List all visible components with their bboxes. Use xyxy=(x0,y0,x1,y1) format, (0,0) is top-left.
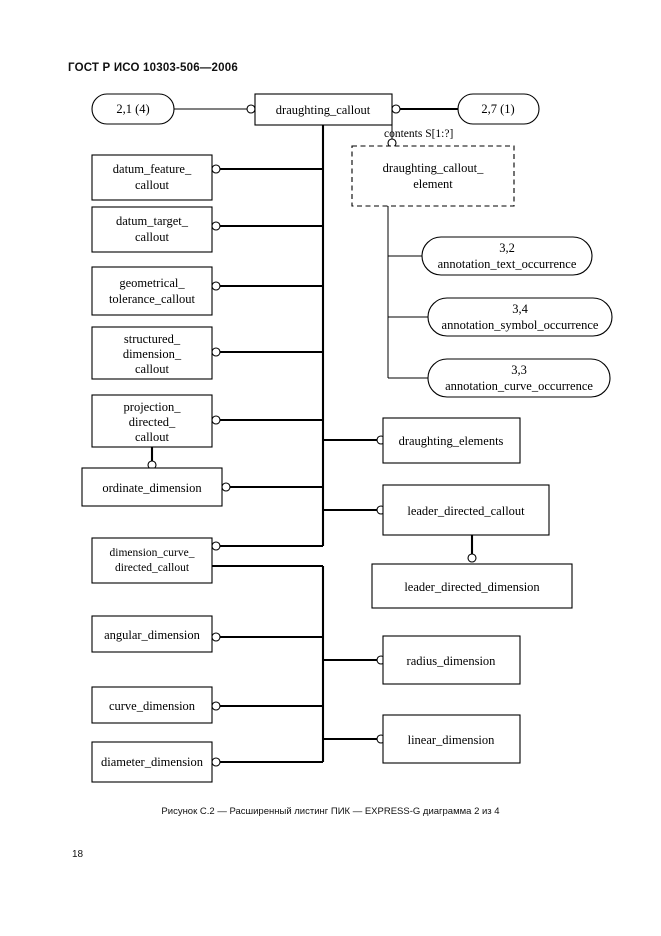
entity-annotation-curve-occurrence-ref: 3,3 xyxy=(511,363,527,377)
relation-circle-projection-directed-callout xyxy=(211,415,221,425)
entity-datum-target-callout-line2: callout xyxy=(135,230,170,244)
entity-annotation-text-occurrence-label: annotation_text_occurrence xyxy=(438,257,577,271)
entity-diameter-dimension-label: diameter_dimension xyxy=(101,755,204,769)
entity-geometrical-tolerance-callout[interactable]: geometrical_ tolerance_callout xyxy=(91,266,213,316)
entity-dimension-curve-directed-callout-line2: directed_callout xyxy=(115,562,190,574)
entity-annotation-curve-occurrence-label: annotation_curve_occurrence xyxy=(445,379,593,393)
relation-circle-structured-dimension-callout xyxy=(211,347,221,357)
relation-circle-geometrical-tolerance-callout xyxy=(211,281,221,291)
entity-structured-dimension-callout-line3: callout xyxy=(135,362,170,376)
entity-projection-directed-callout-line1: projection_ xyxy=(124,400,182,414)
entity-structured-dimension-callout-line1: structured_ xyxy=(124,332,181,346)
entity-annotation-symbol-occurrence-label: annotation_symbol_occurrence xyxy=(442,318,599,332)
entity-ordinate-dimension[interactable]: ordinate_dimension xyxy=(81,467,223,507)
figure-caption: Рисунок С.2 — Расширенный листинг ПИК — … xyxy=(161,806,500,817)
relation-circle-leader-directed-dimension xyxy=(467,553,477,563)
entity-linear-dimension-label: linear_dimension xyxy=(408,733,496,747)
entity-draughting-callout-element-line2: element xyxy=(413,177,453,191)
entity-diameter-dimension[interactable]: diameter_dimension xyxy=(91,741,213,783)
entity-radius-dimension[interactable]: radius_dimension xyxy=(382,635,521,685)
relation-circle-ref-left xyxy=(246,104,256,114)
entity-dimension-curve-directed-callout[interactable]: dimension_curve_ directed_callout xyxy=(91,537,213,584)
entity-datum-feature-callout-line1: datum_feature_ xyxy=(113,162,192,176)
entity-annotation-curve-occurrence[interactable]: 3,3 annotation_curve_occurrence xyxy=(427,358,611,398)
entity-geometrical-tolerance-callout-line1: geometrical_ xyxy=(119,276,185,290)
relation-circle-angular-dimension xyxy=(211,632,221,642)
entity-leader-directed-dimension[interactable]: leader_directed_dimension xyxy=(371,563,573,609)
relation-circle-curve-dimension xyxy=(211,701,221,711)
page-ref-right-label: 2,7 (1) xyxy=(481,102,514,116)
entity-ordinate-dimension-label: ordinate_dimension xyxy=(102,481,202,495)
entity-annotation-text-occurrence-ref: 3,2 xyxy=(499,241,515,255)
entity-projection-directed-callout-line3: callout xyxy=(135,430,170,444)
entity-leader-directed-callout[interactable]: leader_directed_callout xyxy=(382,484,550,536)
relation-circle-dimension-curve-directed-callout xyxy=(211,541,221,551)
relation-circle-diameter-dimension xyxy=(211,757,221,767)
page-ref-left-label: 2,1 (4) xyxy=(116,102,149,116)
entity-annotation-text-occurrence[interactable]: 3,2 annotation_text_occurrence xyxy=(421,236,593,276)
entity-draughting-callout-element[interactable]: draughting_callout_ element xyxy=(351,145,515,207)
relation-circle-datum-feature-callout xyxy=(211,164,221,174)
page-number: 18 xyxy=(72,849,84,860)
document-header: ГОСТ Р ИСО 10303-506—2006 xyxy=(68,62,238,74)
entity-datum-feature-callout[interactable]: datum_feature_ callout xyxy=(91,154,213,201)
page-ref-right[interactable]: 2,7 (1) xyxy=(457,93,540,125)
entity-leader-directed-dimension-label: leader_directed_dimension xyxy=(404,580,540,594)
entity-curve-dimension-label: curve_dimension xyxy=(109,699,196,713)
entity-projection-directed-callout-line2: directed_ xyxy=(129,415,176,429)
entity-structured-dimension-callout-line2: dimension_ xyxy=(123,347,182,361)
entity-geometrical-tolerance-callout-line2: tolerance_callout xyxy=(109,292,196,306)
attribute-label-contents: contents S[1:?] xyxy=(384,128,453,140)
entity-draughting-elements[interactable]: draughting_elements xyxy=(382,417,521,464)
entity-draughting-callout-element-line1: draughting_callout_ xyxy=(383,161,484,175)
entity-draughting-callout-label: draughting_callout xyxy=(276,103,371,117)
entity-datum-target-callout-line1: datum_target_ xyxy=(116,214,189,228)
entity-datum-feature-callout-line2: callout xyxy=(135,178,170,192)
entity-projection-directed-callout[interactable]: projection_ directed_ callout xyxy=(91,394,213,448)
relation-circle-ordinate-dimension xyxy=(221,482,231,492)
entity-angular-dimension-label: angular_dimension xyxy=(104,628,201,642)
entity-annotation-symbol-occurrence-ref: 3,4 xyxy=(512,302,528,316)
entity-draughting-elements-label: draughting_elements xyxy=(399,434,504,448)
entity-structured-dimension-callout[interactable]: structured_ dimension_ callout xyxy=(91,326,213,380)
entity-dimension-curve-directed-callout-line1: dimension_curve_ xyxy=(110,547,195,559)
relation-circle-ref-right xyxy=(391,104,401,114)
entity-angular-dimension[interactable]: angular_dimension xyxy=(91,615,213,653)
entity-curve-dimension[interactable]: curve_dimension xyxy=(91,686,213,724)
page-ref-left[interactable]: 2,1 (4) xyxy=(91,93,175,125)
entity-datum-target-callout[interactable]: datum_target_ callout xyxy=(91,206,213,253)
entity-annotation-symbol-occurrence[interactable]: 3,4 annotation_symbol_occurrence xyxy=(427,297,613,337)
entity-leader-directed-callout-label: leader_directed_callout xyxy=(407,504,525,518)
relation-circle-datum-target-callout xyxy=(211,221,221,231)
entity-draughting-callout[interactable]: draughting_callout xyxy=(254,93,393,126)
entity-radius-dimension-label: radius_dimension xyxy=(407,654,497,668)
entity-linear-dimension[interactable]: linear_dimension xyxy=(382,714,521,764)
